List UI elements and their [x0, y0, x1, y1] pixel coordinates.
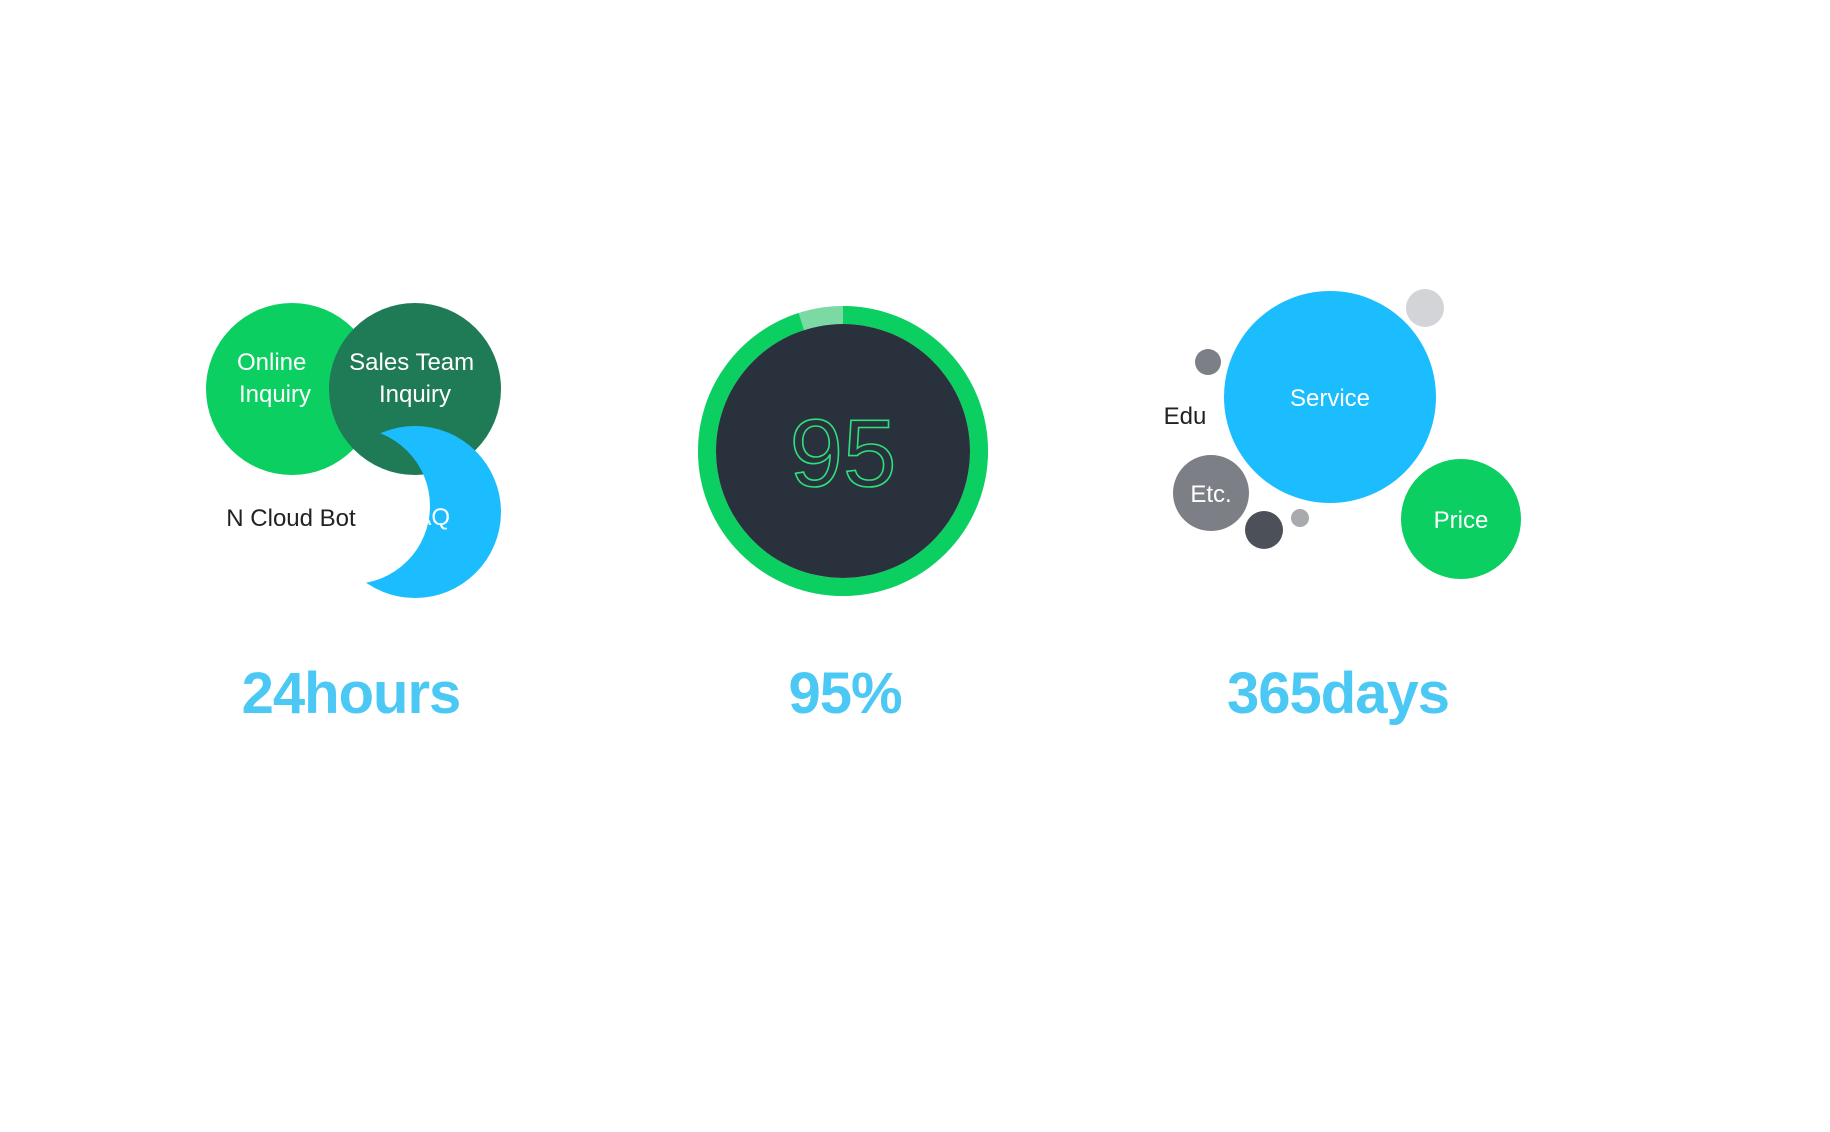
gauge-value: 95: [790, 400, 897, 507]
small-gray-dot: [1195, 349, 1221, 375]
price-label: Price: [1434, 507, 1489, 534]
etc-label: Etc.: [1190, 481, 1231, 508]
price-bubble: [1401, 459, 1521, 579]
etc-bubble: [1173, 455, 1249, 531]
service-bubble: [1224, 291, 1436, 503]
stat-percent: 95%: [788, 661, 902, 726]
sales-team-inquiry-line-1: Sales Team: [349, 349, 474, 376]
stat-hours: 24hours: [241, 661, 462, 726]
light-gray-dot: [1406, 289, 1444, 327]
faq-label: FAQ: [402, 504, 450, 531]
n-cloud-bot-label: N Cloud Bot: [226, 505, 356, 532]
online-inquiry-line-2: Inquiry: [239, 381, 311, 408]
online-inquiry-line-1: Online: [237, 349, 306, 376]
service-label: Service: [1290, 385, 1370, 412]
edu-label: Edu: [1164, 403, 1207, 430]
stat-days: 365days: [1227, 661, 1450, 726]
sales-team-inquiry-line-2: Inquiry: [379, 381, 451, 408]
online-inquiry-circle: [206, 303, 378, 475]
gauge: 95: [698, 306, 988, 596]
online-inquiry-label: Online Inquiry: [237, 349, 313, 408]
bubble-chart: Service Price Etc. Edu: [1164, 289, 1521, 579]
sales-team-inquiry-circle: [329, 303, 501, 475]
gauge-inner-circle: [716, 324, 970, 578]
tiny-gray-dot: [1291, 509, 1309, 527]
gauge-progress-arc: [698, 306, 988, 596]
venn-diagram: Online Inquiry Sales Team Inquiry FAQ N …: [206, 303, 501, 598]
dark-gray-dot: [1245, 511, 1283, 549]
sales-team-inquiry-label: Sales Team Inquiry: [349, 349, 481, 408]
